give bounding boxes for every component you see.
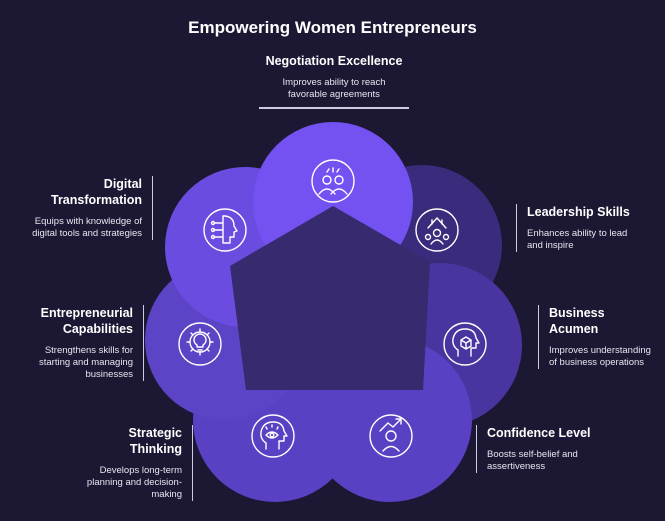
strategic-thinking-heading: Strategic Thinking: [128, 426, 183, 456]
label-strategic-thinking: Strategic Thinking Develops long-term pl…: [72, 425, 193, 501]
negotiation-excellence-heading: Negotiation Excellence: [265, 54, 403, 68]
negotiation-excellence-divider: [259, 107, 409, 109]
business-acumen-heading: Business Acumen: [549, 306, 605, 336]
diagram-title: Empowering Women Entrepreneurs: [188, 18, 477, 37]
head-eye-icon: [251, 414, 295, 458]
entrepreneurial-capabilities-heading: Entrepreneurial Capabilities: [40, 306, 133, 336]
leadership-group-icon: [415, 208, 459, 252]
label-entrepreneurial-capabilities: Entrepreneurial Capabilities Strengthens…: [18, 305, 144, 381]
confidence-level-heading: Confidence Level: [487, 426, 591, 440]
business-acumen-description: Improves understanding of business opera…: [549, 345, 651, 368]
confidence-level-description: Boosts self-belief and assertiveness: [487, 449, 578, 472]
person-growth-arrow-icon: [369, 414, 413, 458]
gear-bulb-icon: [178, 322, 222, 366]
label-confidence-level: Confidence Level Boosts self-belief and …: [476, 425, 602, 473]
label-digital-transformation: Digital Transformation Equips with knowl…: [32, 176, 153, 240]
label-leadership-skills: Leadership Skills Enhances ability to le…: [516, 204, 642, 252]
center-pentagon: [230, 206, 430, 390]
leadership-skills-description: Enhances ability to lead and inspire: [527, 228, 628, 251]
digital-head-icon: [203, 208, 247, 252]
strategic-thinking-description: Develops long-term planning and decision…: [86, 465, 182, 500]
digital-transformation-description: Equips with knowledge of digital tools a…: [32, 216, 142, 239]
entrepreneurial-capabilities-description: Strengthens skills for starting and mana…: [38, 345, 133, 380]
leadership-skills-heading: Leadership Skills: [527, 205, 630, 219]
label-negotiation-excellence: Negotiation Excellence Improves ability …: [234, 53, 434, 109]
negotiation-excellence-description: Improves ability to reach favorable agre…: [282, 77, 386, 100]
digital-transformation-heading: Digital Transformation: [51, 177, 142, 207]
head-cube-icon: [443, 322, 487, 366]
negotiation-people-icon: [311, 159, 355, 203]
label-business-acumen: Business Acumen Improves understanding o…: [538, 305, 659, 369]
